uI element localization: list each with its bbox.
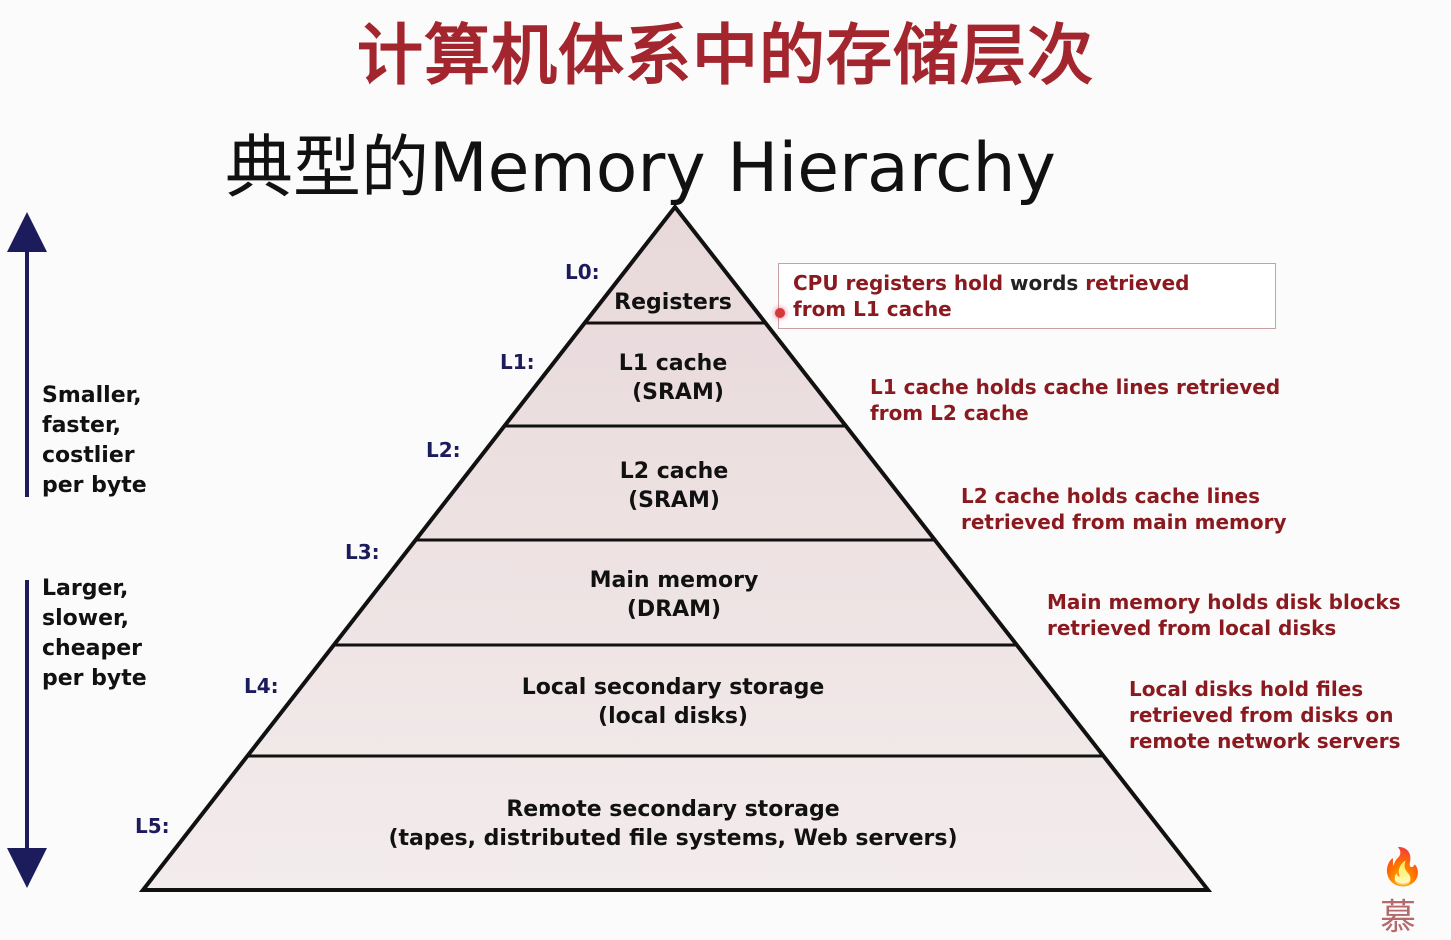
level-text: L2 cache [620, 459, 729, 484]
level-text: L1 cache [619, 351, 728, 376]
side-label-line: faster, [42, 413, 121, 438]
level-label-l5: L5: [135, 814, 170, 838]
level-label-l1: L1: [500, 350, 535, 374]
desc-text: words [1010, 271, 1079, 295]
level-label-l0: L0: [565, 260, 600, 284]
l0-description-box [778, 263, 1276, 329]
pointer-dot-icon [775, 308, 785, 318]
description-l3: Main memory holds disk blocks retrieved … [1047, 589, 1401, 641]
description-l0: CPU registers hold words retrieved from … [793, 270, 1189, 322]
side-label-bottom: Larger, slower, cheaper per byte [42, 574, 147, 694]
watermark-text: 慕 [1380, 897, 1417, 938]
desc-text: retrieved from local disks [1047, 616, 1337, 640]
level-label-l4: L4: [244, 674, 279, 698]
desc-text: L2 cache holds cache lines [961, 484, 1261, 508]
level-text: Registers [614, 290, 732, 315]
description-l1: L1 cache holds cache lines retrieved fro… [870, 374, 1280, 426]
desc-text: from L1 cache [793, 297, 952, 321]
level-label-l2: L2: [426, 438, 461, 462]
desc-text: Main memory holds disk blocks [1047, 590, 1401, 614]
side-label-top: Smaller, faster, costlier per byte [42, 381, 147, 501]
desc-text: L1 cache holds cache lines retrieved [870, 375, 1281, 399]
level-text: Local secondary storage [522, 675, 825, 700]
desc-text: remote network servers [1129, 729, 1401, 753]
side-label-line: cheaper [42, 636, 142, 661]
side-label-line: Smaller, [42, 383, 142, 408]
level-label-l3: L3: [345, 540, 380, 564]
watermark-logo: 🔥慕 [1380, 846, 1451, 940]
side-label-line: per byte [42, 473, 147, 498]
side-label-line: per byte [42, 666, 147, 691]
level-text: (DRAM) [627, 597, 721, 622]
description-l4: Local disks hold files retrieved from di… [1129, 676, 1401, 754]
side-label-line: slower, [42, 606, 129, 631]
desc-text: Local disks hold files [1129, 677, 1364, 701]
desc-text: retrieved [1078, 271, 1190, 295]
desc-text: from L2 cache [870, 401, 1029, 425]
level-text: (SRAM) [632, 380, 724, 405]
level-dividers [247, 321, 1103, 758]
side-label-line: costlier [42, 443, 135, 468]
level-text: (local disks) [598, 704, 748, 729]
flame-icon: 🔥 [1380, 847, 1425, 888]
description-l2: L2 cache holds cache lines retrieved fro… [961, 483, 1287, 535]
memory-hierarchy-diagram: L0: L1: L2: L3: L4: L5: Registers L1 cac… [7, 203, 1213, 892]
level-text: Main memory [590, 568, 759, 593]
slide-subtitle: 典型的Memory Hierarchy [225, 112, 1056, 211]
level-text: (SRAM) [628, 488, 720, 513]
desc-text: retrieved from main memory [961, 510, 1287, 534]
subtitle-en: Memory Hierarchy [429, 129, 1056, 208]
desc-text: CPU registers hold [793, 271, 1011, 295]
side-label-line: Larger, [42, 576, 129, 601]
pyramid [138, 203, 1213, 892]
level-text: Remote secondary storage [506, 797, 839, 822]
subtitle-zh: 典型的 [225, 129, 430, 208]
desc-text: retrieved from disks on [1129, 703, 1394, 727]
slide-title: 计算机体系中的存储层次 [357, 17, 1094, 94]
level-text: (tapes, distributed file systems, Web se… [388, 826, 957, 851]
